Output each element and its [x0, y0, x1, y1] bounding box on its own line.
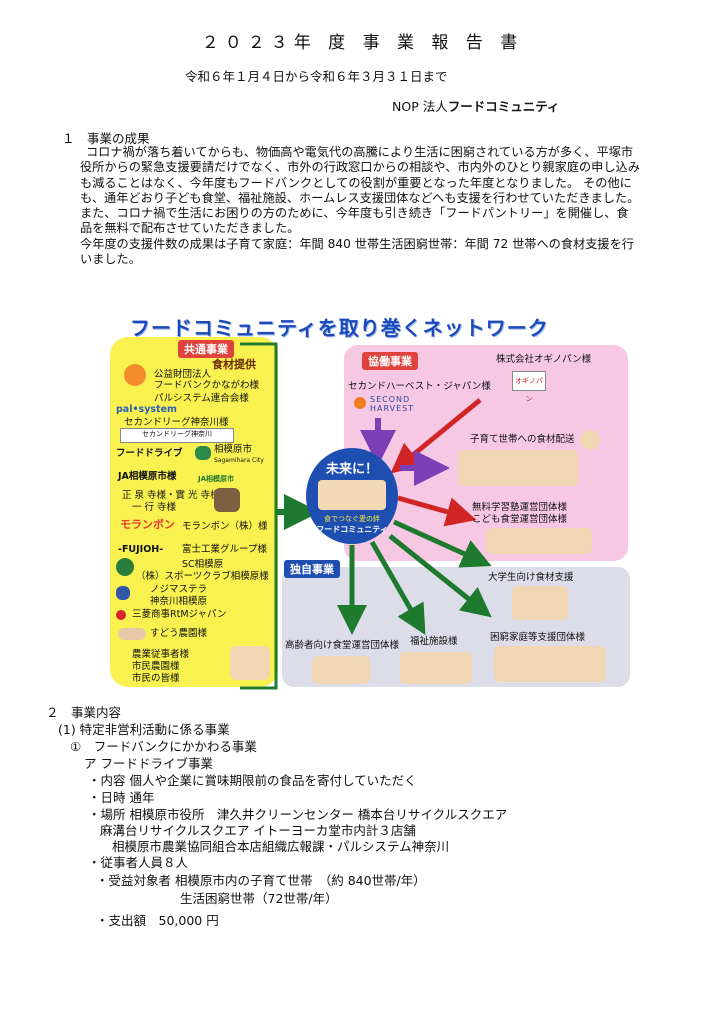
own-label: 福祉施設様	[410, 636, 458, 647]
coop-label: 無料学習塾運営団体様	[472, 502, 568, 513]
ogino-pan-logo: オギノパン	[512, 371, 546, 403]
section2-sub1-1: ① フードバンクにかかわる事業	[70, 739, 257, 754]
donor-label: 市民の皆様	[132, 673, 180, 684]
mitsubishi-icon	[116, 610, 126, 620]
sudo-farm-logo	[118, 628, 146, 640]
coop-label: 株式会社オギノパン様	[496, 354, 592, 365]
hub-people-illustration	[318, 480, 386, 510]
second-harvest-text: HARVEST	[370, 404, 415, 413]
section1-paragraph: 今年度の支援件数の成果は子育て家庭：年間 840 世帯生活困窮世帯：年間 72 …	[80, 236, 634, 267]
place-line: 麻溝台リサイクルスクエア イトーヨーカ堂市内計３店舗	[100, 823, 416, 838]
org-name: フードコミュニティ	[447, 99, 560, 114]
moranbong-logo-text: モランボン	[120, 518, 175, 531]
study-group-illustration	[486, 528, 592, 554]
section2-sub1: (1) 特定非営利活動に係る事業	[58, 722, 230, 737]
donor-label: セカンドリーグ神奈川様	[124, 417, 229, 428]
welfare-facility-illustration	[400, 652, 472, 684]
palsystem-logo-text: pal•system	[116, 404, 177, 415]
second-harvest-text: SECOND	[370, 395, 411, 404]
section1-heading: １ 事業の成果	[62, 131, 150, 146]
organization-name: NOP 法人フードコミュニティ	[392, 96, 559, 115]
arrow-to-university	[392, 519, 492, 568]
ja-logo-text: JA相模原市	[198, 475, 235, 483]
own-label: 高齢者向け食堂運営団体様	[285, 640, 400, 651]
own-label: 困窮家庭等支援団体様	[490, 632, 586, 643]
place-line: 相模原市農業協同組合本店組織広報課・パルシステム神奈川	[112, 839, 450, 854]
staff-line: ・従事者人員８人	[88, 855, 189, 870]
donor-label: フードバンクかながわ様	[154, 380, 259, 391]
place-line: ・場所 相模原市役所 津久井クリーンセンター 橋本台リサイクルスクエア	[88, 807, 508, 822]
donor-label: すどう農園様	[150, 628, 208, 639]
diagram-title: フードコミュニティを取り巻くネットワーク	[130, 316, 549, 340]
donor-label: パルシステム連合会様	[154, 393, 249, 404]
donor-label: 正 泉 寺様・實 光 寺様	[122, 490, 220, 501]
donor-label: 神奈川相模原	[150, 596, 208, 607]
section2-sub-a: ア フードドライブ事業	[84, 756, 213, 771]
food-community-hub: 未来に！ 食でつなぐ愛の絆 フードコミュニティ	[306, 448, 398, 544]
org-prefix: NOP 法人	[392, 99, 448, 114]
donor-label: （株）スポーツクラブ相模原様	[136, 571, 269, 582]
donor-label: 公益財団法人	[154, 369, 212, 380]
cooperative-business-tag: 協働事業	[362, 352, 418, 370]
bracket-line	[240, 342, 278, 690]
own-business-tag: 独自事業	[284, 560, 340, 578]
donor-label: 相模原市	[214, 444, 253, 455]
temple-icon	[214, 488, 240, 512]
target-line: ・受益対象者 相模原市内の子育て世帯 （約 840世帯/年）	[96, 873, 426, 888]
report-period: 令和６年１月４日から令和６年３月３１日まで	[185, 69, 448, 84]
child-face-illustration	[580, 430, 600, 450]
hub-headline: 未来に！	[325, 462, 378, 477]
arrow-to-needy	[388, 534, 492, 618]
donor-label: 市民農園様	[132, 661, 180, 672]
section1-body: コロナ禍が落ち着いてからも、物価高や電気代の高騰により生活に困窮されている方が多…	[80, 145, 640, 267]
foodbank-logo	[124, 364, 146, 386]
donor-label: ノジマステラ	[150, 584, 208, 595]
expense-line: ・支出額 50,000 円	[96, 913, 219, 928]
donor-label: フードドライブ	[116, 448, 183, 459]
donor-label: Sagamihara City	[214, 457, 264, 464]
own-label: 大学生向け食材支援	[488, 572, 574, 583]
food-supply-label: 食材提供	[212, 358, 256, 371]
donor-label: 三菱商事RtMジャパン	[132, 609, 227, 620]
farmers-illustration	[230, 646, 270, 680]
datetime-line: ・日時 通年	[88, 790, 155, 805]
arrow-to-welfare	[369, 540, 426, 636]
elderly-illustration	[312, 656, 370, 684]
sagamihara-city-icon	[195, 446, 211, 460]
fujioh-logo-text: -FUJIOH-	[118, 544, 164, 555]
donor-label: モランボン（株）様	[182, 521, 268, 532]
section1-paragraph: コロナ禍が落ち着いてからも、物価高や電気代の高騰により生活に困窮されている方が多…	[80, 145, 640, 236]
common-business-tag: 共通事業	[178, 340, 234, 358]
coop-label: 子育て世帯への食材配送	[470, 434, 575, 445]
coop-label: こども食堂運営団体様	[472, 514, 568, 525]
report-title: ２０２３年 度 事 業 報 告 書	[201, 33, 524, 53]
donor-label: 農業従事者様	[132, 649, 190, 660]
target-line: 生活困窮世帯（72世帯/年）	[180, 891, 338, 906]
donor-label: JA相模原市様	[118, 471, 177, 482]
donor-label: 富士工業グループ様	[182, 544, 267, 555]
second-harvest-icon	[354, 397, 366, 409]
content-line: ・内容 個人や企業に賞味期限前の食品を寄付していただく	[88, 773, 417, 788]
sc-sagamihara-emblem	[116, 558, 134, 576]
arrow-to-learning	[397, 495, 477, 527]
donor-label: 一 行 寺様	[132, 502, 177, 513]
donor-label: SC相模原	[182, 559, 224, 570]
second-league-logo: セカンドリーグ神奈川	[120, 428, 234, 443]
nojima-stella-emblem	[116, 586, 130, 600]
hub-tagline: 食でつなぐ愛の絆	[324, 515, 380, 523]
coop-label: セカンドハーベスト・ジャパン様	[348, 381, 491, 392]
section2-heading: ２ 事業内容	[46, 705, 122, 720]
childcare-delivery-illustration	[458, 450, 578, 486]
needy-families-illustration	[494, 646, 606, 682]
hub-name: フードコミュニティ	[316, 525, 388, 534]
students-illustration	[512, 586, 568, 620]
